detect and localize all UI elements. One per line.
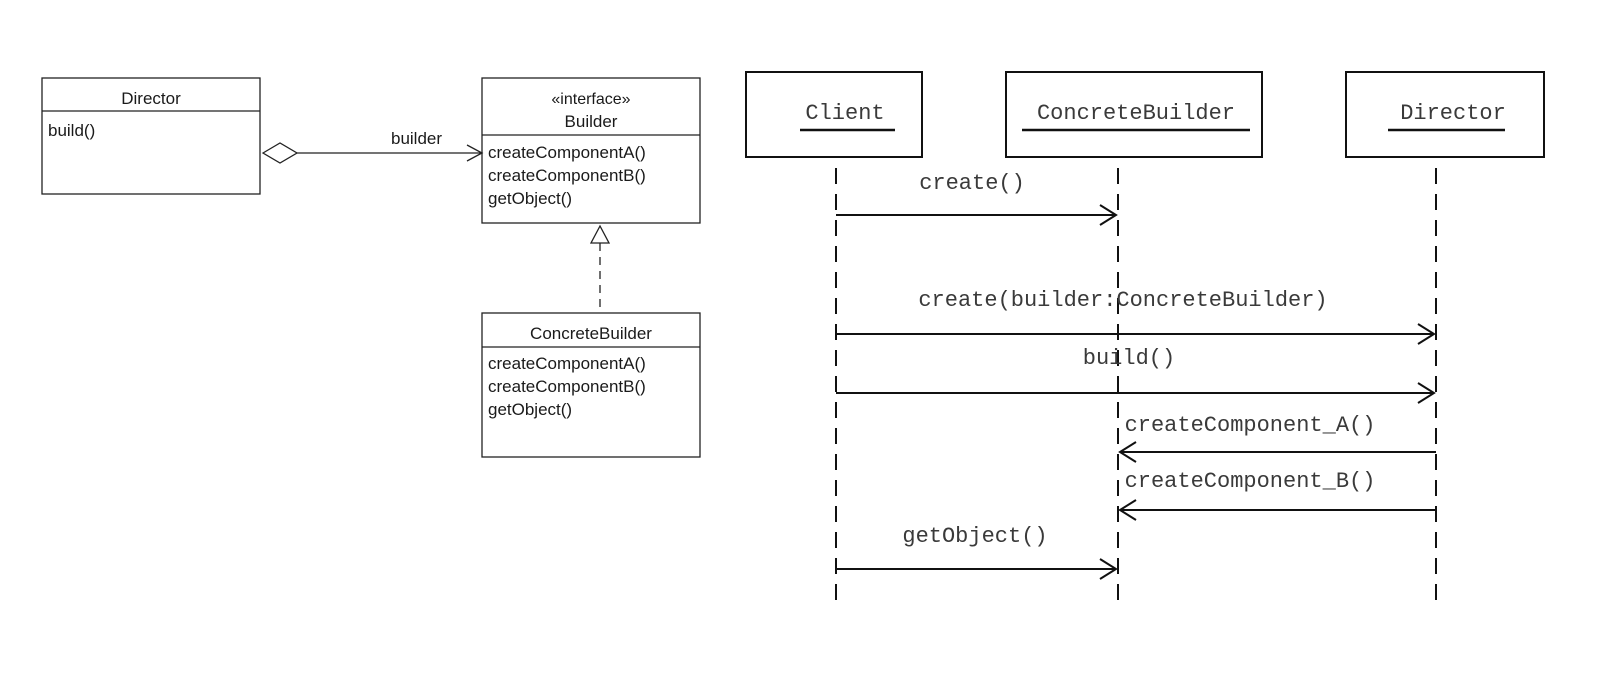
participant-client: Client bbox=[745, 71, 923, 158]
message-label: getObject() bbox=[902, 524, 1047, 549]
message-create-component-b: createComponent_B() bbox=[1118, 469, 1436, 521]
builder-method: getObject() bbox=[488, 189, 572, 208]
aggregation-diamond bbox=[261, 142, 299, 164]
director-class: Director build() bbox=[41, 77, 261, 195]
concrete-builder-method: getObject() bbox=[488, 400, 572, 419]
message-label: build() bbox=[1083, 346, 1175, 371]
participant-concrete-builder: ConcreteBuilder bbox=[1005, 71, 1263, 158]
builder-stereotype: «interface» bbox=[551, 91, 630, 108]
director-class-name: Director bbox=[121, 89, 181, 108]
message-label: createComponent_A() bbox=[1125, 413, 1376, 438]
message-create-director: create(builder:ConcreteBuilder) bbox=[836, 288, 1436, 345]
builder-interface: «interface» Builder createComponentA() c… bbox=[481, 77, 701, 224]
concrete-builder-class: ConcreteBuilder createComponentA() creat… bbox=[481, 312, 701, 458]
realization-triangle bbox=[589, 224, 611, 244]
sequence-diagram: Client ConcreteBuilder Director create()… bbox=[745, 71, 1545, 605]
message-label: createComponent_B() bbox=[1125, 469, 1376, 494]
aggregation-label: builder bbox=[391, 129, 442, 148]
message-label: create() bbox=[919, 171, 1025, 196]
message-build: build() bbox=[836, 346, 1436, 404]
director-method: build() bbox=[48, 121, 95, 140]
participant-director: Director bbox=[1345, 71, 1545, 158]
participant-label: Client bbox=[805, 101, 884, 126]
realization-relation bbox=[589, 224, 611, 313]
aggregation-association: builder bbox=[261, 129, 484, 164]
class-diagram: Director build() «interface» Builder cre… bbox=[41, 77, 701, 458]
message-create-component-a: createComponent_A() bbox=[1118, 413, 1436, 463]
concrete-builder-method: createComponentB() bbox=[488, 377, 646, 396]
message-create: create() bbox=[836, 171, 1118, 226]
concrete-builder-method: createComponentA() bbox=[488, 354, 646, 373]
message-label: create(builder:ConcreteBuilder) bbox=[918, 288, 1327, 313]
participant-label: ConcreteBuilder bbox=[1037, 101, 1235, 126]
message-get-object: getObject() bbox=[836, 524, 1118, 580]
association-arrowhead bbox=[466, 144, 484, 162]
concrete-builder-class-name: ConcreteBuilder bbox=[530, 324, 652, 343]
participant-label: Director bbox=[1400, 101, 1506, 126]
builder-method: createComponentB() bbox=[488, 166, 646, 185]
builder-method: createComponentA() bbox=[488, 143, 646, 162]
builder-class-name: Builder bbox=[565, 112, 618, 131]
